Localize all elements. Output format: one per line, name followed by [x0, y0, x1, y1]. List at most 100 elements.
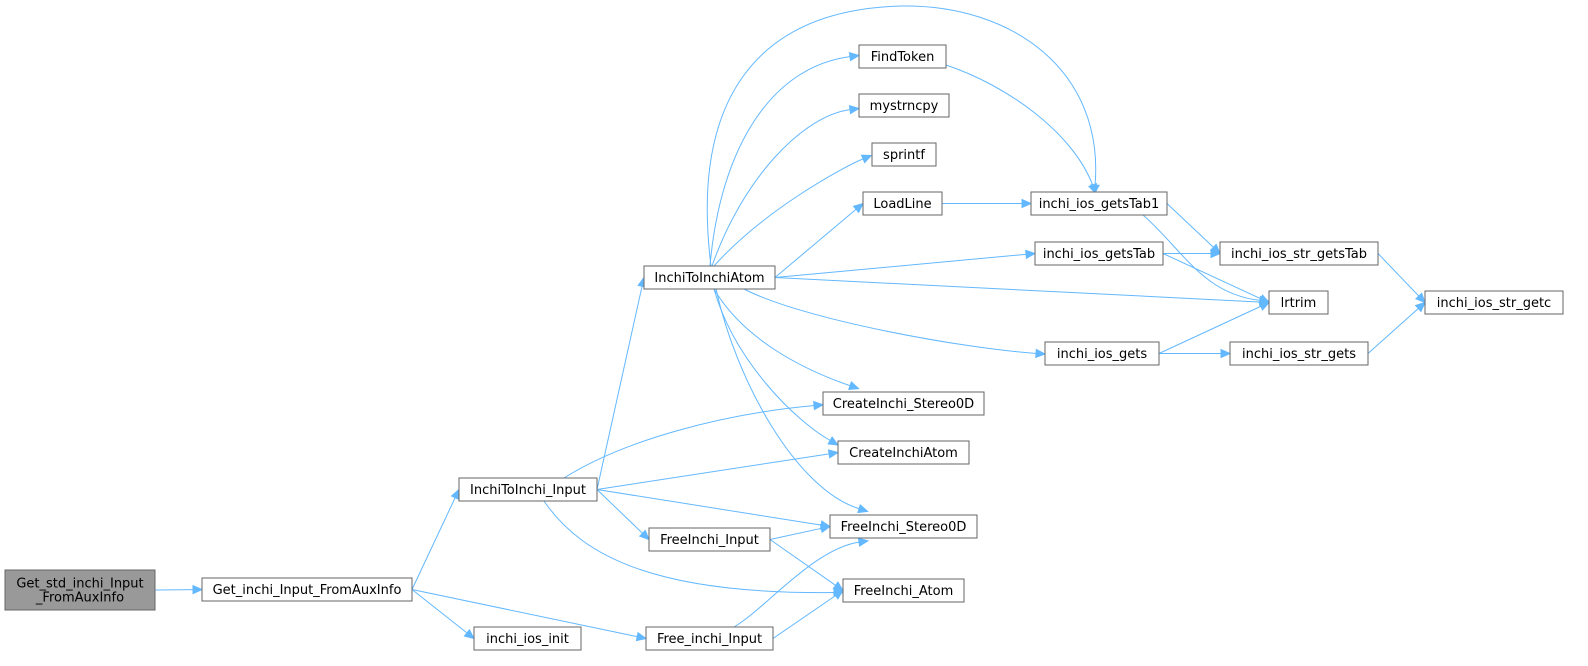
node-label: Free_inchi_Input — [657, 632, 762, 647]
edge-i2i_atom-to-findtoken — [709, 51, 861, 267]
edge-free_inchi_input-to-free_atom — [772, 589, 845, 639]
node-findtoken[interactable]: FindToken — [858, 44, 947, 69]
edge-free_inchi_input-to-free_stereo — [733, 537, 870, 628]
edge-line — [774, 277, 1262, 303]
node-label: mystrncpy — [870, 99, 939, 114]
node-getstab[interactable]: inchi_ios_getsTab — [1034, 241, 1164, 266]
arrowhead — [832, 581, 845, 592]
node-label: InchiToInchi_Input — [470, 483, 586, 498]
edge-line — [945, 64, 1094, 187]
edge-i2i_atom-to-mystrncpy — [711, 104, 861, 267]
node-free-inchi-input[interactable]: Free_inchi_Input — [645, 626, 774, 651]
node-box — [858, 44, 947, 69]
node-loadline[interactable]: LoadLine — [862, 191, 943, 216]
edge-line — [563, 405, 816, 479]
arrowhead — [848, 51, 861, 62]
node-str-gets[interactable]: inchi_ios_str_gets — [1229, 341, 1369, 366]
node-label: CreateInchi_Stereo0D — [833, 397, 974, 412]
node-mystrncpy[interactable]: mystrncpy — [858, 93, 950, 118]
node-create-stereo[interactable]: CreateInchi_Stereo0D — [822, 391, 985, 416]
node-label: inchi_ios_gets — [1057, 347, 1148, 362]
arrowhead — [1035, 348, 1047, 359]
edge-line — [596, 489, 823, 526]
edge-line — [1377, 253, 1420, 298]
edge-i2i_atom-to-sprintf — [713, 154, 873, 267]
edge-getstab-to-str_getstab — [1163, 248, 1222, 259]
edge-i2i_input-to-create_stereo — [563, 400, 825, 479]
edge-i2i_input-to-create_atom — [596, 449, 840, 490]
node-label: lrtrim — [1281, 296, 1317, 311]
edge-line — [774, 253, 1028, 278]
edge-line — [709, 56, 852, 267]
node-ios-init[interactable]: inchi_ios_init — [473, 626, 582, 651]
edge-freeinchi_input-to-free_atom — [769, 539, 845, 592]
node-box — [648, 527, 771, 552]
edge-line — [1162, 253, 1262, 300]
edge-line — [411, 496, 457, 590]
node-box — [1268, 290, 1329, 315]
node-str-getstab[interactable]: inchi_ios_str_getsTab — [1219, 241, 1379, 266]
edge-get_std-to-get_inchi — [154, 584, 204, 595]
node-box — [1044, 341, 1160, 366]
arrowhead — [463, 628, 475, 640]
node-label: _FromAuxInfo — [35, 591, 124, 606]
edge-i2i_input-to-freeinchi_input — [596, 489, 650, 541]
edge-findtoken-to-getstab1 — [945, 64, 1097, 195]
edge-line — [1166, 203, 1215, 249]
edge-i2i_input-to-i2i_atom — [596, 276, 647, 490]
node-i2i-input[interactable]: InchiToInchi_Input — [458, 477, 598, 502]
node-label: inchi_ios_getsTab — [1043, 247, 1155, 262]
node-box — [858, 93, 950, 118]
edge-line — [713, 288, 832, 442]
node-box — [829, 514, 978, 539]
edge-i2i_atom-to-loadline — [774, 202, 864, 278]
node-label: FreeInchi_Input — [660, 533, 759, 548]
arrowhead — [860, 154, 873, 164]
arrowhead — [827, 449, 840, 459]
node-label: InchiToInchiAtom — [654, 271, 764, 286]
edge-line — [1367, 307, 1420, 354]
node-sprintf[interactable]: sprintf — [871, 142, 937, 167]
edge-i2i_atom-to-gets — [743, 288, 1047, 359]
node-box — [643, 265, 776, 290]
node-box — [862, 191, 943, 216]
edge-gets-to-str_gets — [1159, 348, 1232, 359]
node-free-stereo[interactable]: FreeInchi_Stereo0D — [829, 514, 978, 539]
node-box — [822, 391, 985, 416]
node-i2i-atom[interactable]: InchiToInchiAtom — [643, 265, 776, 290]
node-create-atom[interactable]: CreateInchiAtom — [837, 440, 970, 465]
edge-i2i_atom-to-free_stereo — [715, 288, 869, 514]
arrowhead — [450, 488, 460, 501]
arrowhead — [827, 436, 839, 446]
edge-line — [772, 594, 837, 639]
node-str-getc[interactable]: inchi_ios_str_getc — [1424, 290, 1564, 315]
node-box — [837, 440, 970, 465]
edge-line — [543, 500, 836, 594]
arrowhead — [857, 504, 869, 514]
edge-get_inchi-to-i2i_input — [411, 488, 460, 590]
node-box — [1030, 191, 1168, 216]
node-freeinchi-input[interactable]: FreeInchi_Input — [648, 527, 771, 552]
node-get-inchi[interactable]: Get_inchi_Input_FromAuxInfo — [201, 577, 413, 602]
arrowhead — [852, 202, 864, 214]
edge-str_gets-to-str_getc — [1367, 301, 1426, 354]
node-label: inchi_ios_getsTab1 — [1039, 197, 1160, 212]
arrowhead — [1258, 301, 1271, 311]
node-label: Get_inchi_Input_FromAuxInfo — [213, 583, 402, 598]
arrowhead — [1220, 348, 1232, 359]
node-box — [458, 477, 598, 502]
edge-line — [743, 288, 1038, 354]
arrowhead — [192, 584, 204, 595]
arrowhead — [635, 631, 648, 642]
node-getstab1[interactable]: inchi_ios_getsTab1 — [1030, 191, 1168, 216]
node-free-atom[interactable]: FreeInchi_Atom — [842, 578, 965, 603]
arrowhead — [832, 589, 845, 600]
node-box — [1424, 290, 1564, 315]
node-lrtrim[interactable]: lrtrim — [1268, 290, 1329, 315]
node-label: inchi_ios_init — [486, 632, 569, 647]
node-gets[interactable]: inchi_ios_gets — [1044, 341, 1160, 366]
arrowhead — [848, 381, 860, 391]
node-label: Get_std_inchi_Input — [16, 577, 143, 592]
node-get-std[interactable]: Get_std_inchi_Input_FromAuxInfo — [4, 569, 156, 611]
nodes-layer: Get_std_inchi_Input_FromAuxInfo Get_inchi… — [4, 44, 1564, 651]
